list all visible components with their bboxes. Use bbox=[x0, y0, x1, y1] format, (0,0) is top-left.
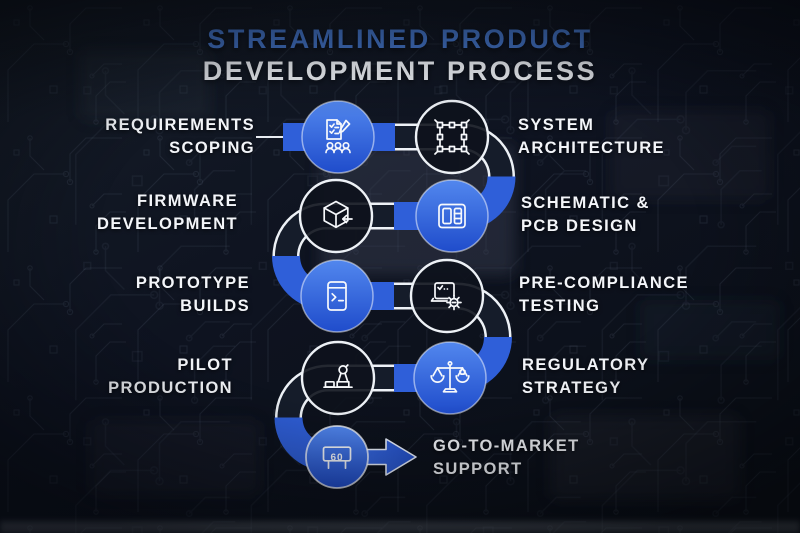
node-prototype-builds bbox=[300, 259, 374, 333]
node-schematic-pcb-design bbox=[415, 179, 489, 253]
node-pre-compliance-testing bbox=[409, 258, 485, 334]
node-pilot-production bbox=[300, 340, 376, 416]
infographic-title: STREAMLINED PRODUCT DEVELOPMENT PROCESS bbox=[0, 24, 800, 88]
node-system-architecture bbox=[414, 99, 490, 175]
title-line-primary: STREAMLINED PRODUCT bbox=[207, 24, 593, 54]
go-to-market-arrow-icon bbox=[361, 438, 417, 476]
title-line-secondary: DEVELOPMENT PROCESS bbox=[202, 55, 598, 86]
milestone-sign-text: 60 bbox=[330, 452, 343, 463]
label-schematic-pcb-design: SCHEMATIC &PCB DESIGN bbox=[521, 194, 650, 235]
node-requirements-scoping bbox=[301, 100, 375, 174]
